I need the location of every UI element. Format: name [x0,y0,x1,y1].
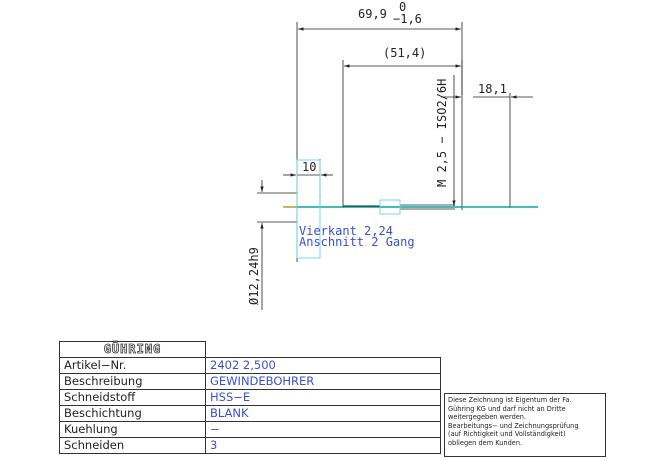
notice-line: weitergegeben werden. [448,413,527,422]
row-value: − [205,421,441,438]
row-label: Beschreibung [59,373,206,390]
dim-tol-lower: −1,6 [393,12,422,26]
ownership-notice: Diese Zeichnung ist Eigentum der Fa. Güh… [444,393,606,457]
note-chamfer: Anschnitt 2 Gang [299,235,415,249]
square-box [296,159,321,259]
table-row: Artikel−Nr. 2402 2,500 [59,357,441,374]
row-label: Kuehlung [59,421,206,438]
table-row: Schneiden 3 [59,437,441,454]
dim-shank-length: (51,4) [383,46,426,60]
row-value: 2402 2,500 [205,357,441,374]
table-row: Schneidstoff HSS−E [59,389,441,406]
tool-profile [283,159,538,259]
table-row: Beschreibung GEWINDEBOHRER [59,373,441,390]
notice-line: Diese Zeichnung ist Eigentum der Fa. [448,396,572,404]
row-label: Artikel−Nr. [59,357,206,374]
guehring-logo: GÜHRING [59,341,206,358]
row-label: Beschichtung [59,405,206,422]
notice-line: obliegen dem Kunden. [448,438,523,447]
row-value: HSS−E [205,389,441,406]
row-value: GEWINDEBOHRER [205,373,441,390]
row-value: BLANK [205,405,441,422]
dim-shank-diameter: Ø12,24h9 [247,247,261,305]
title-block: GÜHRING Artikel−Nr. 2402 2,500 Beschreib… [59,341,441,454]
dim-tol-upper: 0 [399,0,406,14]
row-value: 3 [205,437,441,454]
neck-box [379,199,401,215]
table-row: Beschichtung BLANK [59,405,441,422]
dim-square-length: 10 [302,160,316,174]
note-square: Vierkant 2,24 [299,224,393,238]
dim-thread-spec: M 2,5 − ISO2/6H [435,79,449,187]
notice-line: (auf Richtigkeit und Vollständigkeit) [448,430,566,439]
row-label: Schneidstoff [59,389,206,406]
notice-line: Gühring KG und darf nicht an Dritte [448,404,566,413]
dim-overall-length: 69,9 [358,7,387,21]
row-label: Schneiden [59,437,206,454]
table-row: Kuehlung − [59,421,441,438]
notice-line: Bearbeitungs− und Zeichnungsprüfung [448,421,579,430]
dim-thread-length: 18,1 [478,82,507,96]
dimension-lines [260,27,533,310]
